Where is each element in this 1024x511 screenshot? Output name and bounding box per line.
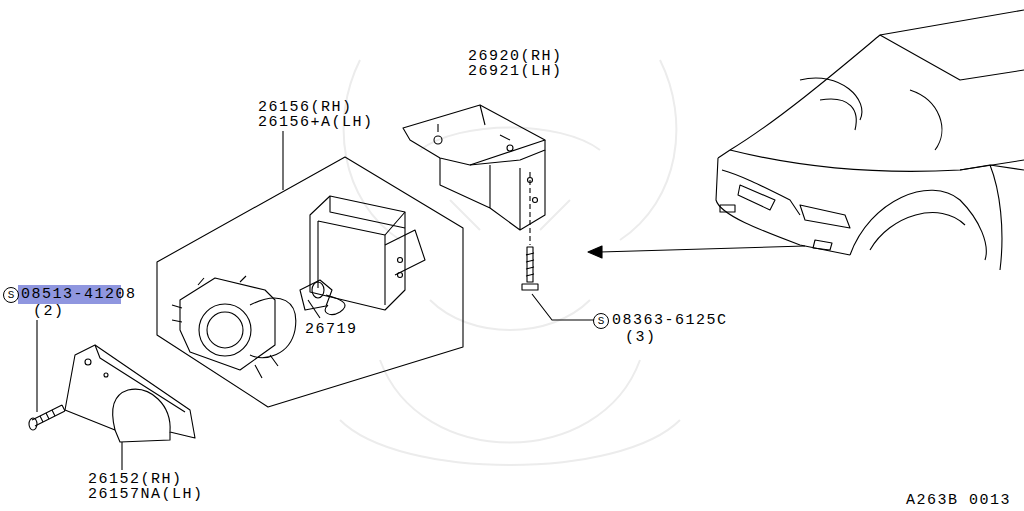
part-number: 26921(LH): [468, 64, 563, 79]
part-number: 26156(RH): [258, 100, 353, 115]
quantity: (2): [33, 304, 65, 319]
leader-line: [36, 320, 37, 412]
quantity: (3): [625, 330, 657, 345]
part-number: 26157NA(LH): [88, 487, 204, 502]
car-sketch: [716, 10, 1024, 270]
standard-part-mark: S: [3, 287, 19, 303]
bolt: [29, 405, 65, 430]
screw: [522, 247, 538, 290]
part-number: 26920(RH): [468, 49, 563, 64]
bulb: [300, 280, 345, 318]
part-number: 26719: [305, 322, 358, 337]
part-number: 08513-41208: [21, 287, 137, 302]
leader-line: [282, 131, 283, 190]
part-number: 26156+A(LH): [258, 115, 374, 130]
lamp-housing: [310, 196, 425, 310]
watermark: [340, 60, 680, 465]
arrowhead: [588, 246, 602, 258]
dash-line: [529, 172, 530, 245]
cover: [65, 345, 195, 442]
lens-unit: [172, 276, 296, 378]
assembly-frame: [157, 157, 463, 407]
figure-code: A263B 0013: [906, 493, 1011, 508]
standard-part-mark: S: [593, 313, 609, 329]
pointer-arrow: [600, 246, 805, 252]
bracket: [403, 105, 545, 230]
part-number: 26152(RH): [88, 472, 183, 487]
part-number: 08363-6125C: [612, 313, 728, 328]
leader-line: [121, 442, 122, 470]
leader-line: [532, 294, 594, 320]
